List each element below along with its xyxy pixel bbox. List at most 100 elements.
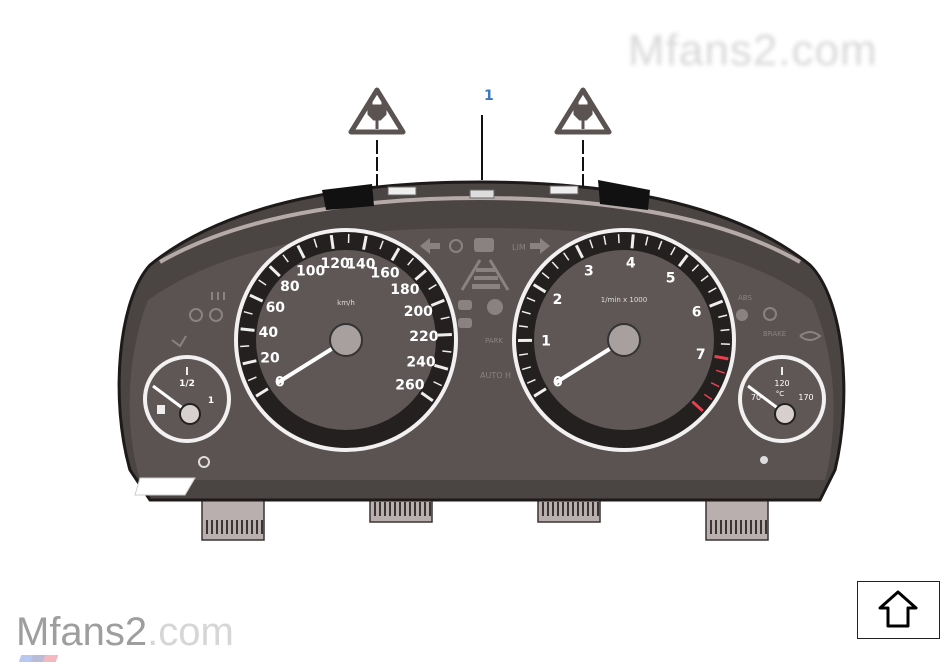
speedometer: km/h 02040608010012014016018020022024026… — [234, 228, 458, 452]
rpm-tick — [700, 275, 709, 282]
fuel-pump-icon — [157, 405, 165, 414]
rpm-label: 6 — [692, 304, 702, 320]
callout-number: 1 — [484, 88, 494, 104]
rpm-tick — [551, 261, 559, 270]
speed-tick — [255, 387, 269, 398]
speed-tick — [329, 234, 335, 250]
speed-tick — [390, 247, 401, 262]
rpm-tick — [518, 325, 528, 328]
light-lens — [134, 477, 196, 496]
speed-tick — [258, 279, 267, 286]
turn-left-icon — [420, 238, 440, 254]
fuel-gauge: 1/2 1 — [143, 355, 231, 443]
speed-tick — [437, 332, 452, 337]
speed-tick — [242, 359, 257, 366]
speed-tick — [430, 298, 445, 307]
speed-tick — [440, 316, 450, 320]
dsc-icon — [763, 307, 777, 321]
rpm-tick — [677, 254, 689, 268]
speed-tick — [243, 310, 253, 315]
rpm-tick — [526, 296, 536, 302]
rpm-tick — [670, 246, 676, 256]
rpm-tick — [709, 299, 724, 308]
rpm-tick — [710, 382, 720, 388]
rpm-tick — [526, 378, 536, 384]
tire-pressure-icon — [736, 309, 748, 321]
speed-label: 200 — [404, 304, 433, 320]
rpm-tick — [533, 387, 547, 398]
lane-lines-icon — [460, 259, 510, 291]
speed-label: 80 — [280, 279, 300, 295]
speed-tick — [433, 381, 442, 387]
fuel-half-label: 1/2 — [179, 379, 195, 389]
speed-tick — [240, 345, 250, 348]
washer-icon — [799, 331, 822, 341]
rpm-tick — [708, 287, 717, 293]
rpm-tick — [589, 239, 594, 249]
connector-pins — [206, 502, 767, 534]
rpm-tick — [691, 400, 704, 413]
arrow-up-icon — [878, 590, 918, 628]
speed-label: 60 — [266, 300, 286, 316]
rpm-label: 2 — [553, 292, 563, 308]
headlight-icon — [458, 300, 472, 310]
speed-tick — [414, 269, 427, 281]
rpm-label: 1 — [541, 333, 551, 349]
rpm-label: 5 — [666, 271, 676, 287]
speed-tick — [240, 327, 255, 332]
rpm-label: 7 — [696, 347, 706, 363]
speed-tick — [282, 254, 289, 263]
navigate-up-button[interactable] — [857, 581, 940, 639]
car-front-icon — [474, 238, 494, 252]
seat-heating-icon — [211, 292, 225, 300]
speed-label: 160 — [370, 265, 399, 281]
watermark-bottom: Mfans2.com — [16, 610, 234, 654]
plug-warning-icon — [348, 87, 406, 135]
rpm-tick — [691, 264, 700, 272]
speed-tick — [247, 376, 257, 382]
rpm-tick — [603, 235, 607, 245]
speed-tick — [268, 265, 281, 278]
speed-unit-label: km/h — [337, 299, 355, 307]
rpm-tick — [532, 283, 547, 294]
speed-tick — [296, 244, 306, 259]
abs-indicator: ABS — [738, 294, 752, 302]
rpm-hub — [607, 323, 641, 357]
brake-indicator: BRAKE — [763, 330, 786, 338]
foglight-icon — [458, 318, 472, 328]
rpm-tick — [720, 328, 730, 332]
speed-tick — [379, 240, 384, 250]
rpm-tick — [703, 393, 713, 400]
turn-right-icon — [530, 238, 550, 254]
auto-hold-indicator: AUTO H — [480, 371, 511, 380]
speed-tick — [249, 293, 264, 303]
low-beam-icon — [209, 308, 223, 322]
speed-label: 40 — [259, 325, 279, 341]
fuel-full-label: 1 — [208, 396, 214, 406]
speed-label: 120 — [321, 256, 350, 272]
speed-tick — [362, 235, 368, 250]
speed-label: 20 — [260, 351, 280, 367]
rpm-label: 4 — [626, 255, 636, 271]
speed-tick — [313, 238, 318, 248]
rpm-label: 3 — [584, 263, 594, 279]
rpm-tick — [574, 244, 584, 259]
rpm-tick — [718, 314, 728, 318]
speed-label: 140 — [346, 256, 375, 272]
rpm-tick — [714, 354, 729, 361]
speed-hub — [329, 323, 363, 357]
speed-label: 180 — [390, 282, 419, 298]
speed-tick — [434, 363, 449, 371]
speed-label: 260 — [395, 378, 424, 394]
speed-label: 100 — [296, 264, 325, 280]
rpm-tick — [541, 272, 550, 279]
rpm-tick — [644, 236, 649, 246]
rpm-tick — [657, 240, 663, 250]
temp-mid-label: 120 — [774, 379, 789, 388]
top-clips — [322, 180, 650, 210]
bottom-connectors — [201, 499, 769, 541]
lim-indicator: LIM — [512, 243, 526, 252]
speed-tick — [407, 257, 415, 266]
